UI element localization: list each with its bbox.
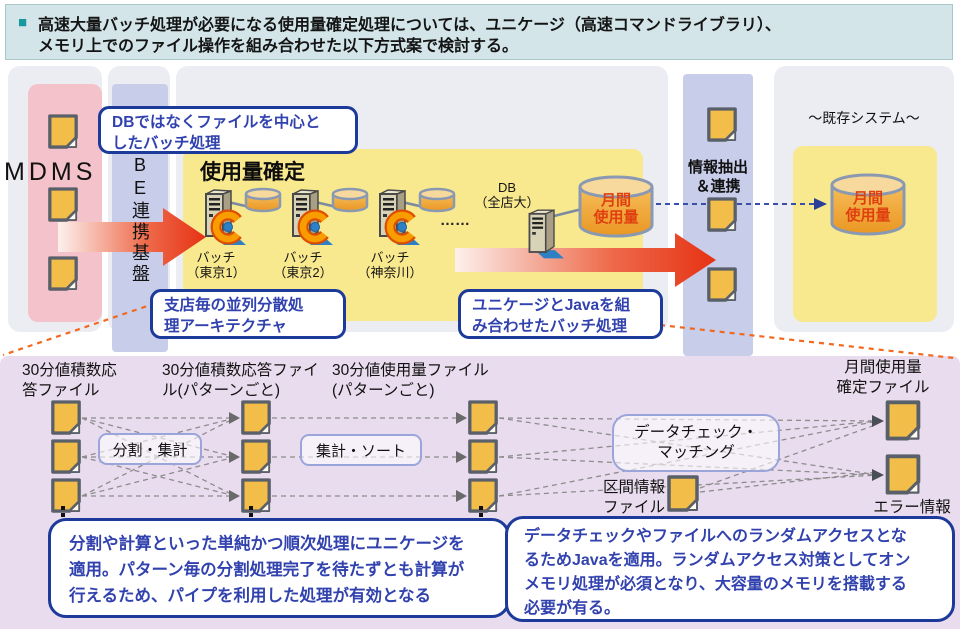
batch-node-label: バッチ （東京1） xyxy=(176,250,256,280)
monthly-usage-cylinder-label: 月間 使用量 xyxy=(593,192,639,226)
file-icon xyxy=(47,255,79,293)
process-datacheck-matching: データチェック・ マッチング xyxy=(612,414,780,472)
file-icon xyxy=(240,438,272,476)
file-icon xyxy=(467,438,499,476)
more-nodes-ellipsis: …… xyxy=(440,212,470,229)
legacy-monthly-usage-label: 月間 使用量 xyxy=(845,190,891,224)
batch-server-icon xyxy=(198,182,290,254)
col-label-30min-response-pattern: 30分値積数応答ファイ ル(パターンごと) xyxy=(162,362,319,399)
header-banner: ■ 高速大量バッチ処理が必要になる使用量確定処理については、ユニケージ（高速コマ… xyxy=(5,4,953,60)
batch-server-icon xyxy=(285,182,377,254)
file-icon xyxy=(706,196,738,234)
usage-box-title: 使用量確定 xyxy=(200,161,305,184)
batch-site: （東京1） xyxy=(186,265,246,280)
header-text: 高速大量バッチ処理が必要になる使用量確定処理については、ユニケージ（高速コマンド… xyxy=(38,17,781,55)
file-icon xyxy=(706,106,738,144)
file-icon xyxy=(50,438,82,476)
note-java: データチェックやファイルへのランダムアクセスとな るためJavaを適用。ランダム… xyxy=(505,516,955,622)
file-icon xyxy=(47,113,79,151)
file-icon xyxy=(467,477,499,515)
callout-parallel-arch: 支店毎の並列分散処 理アーキテクチャ xyxy=(150,289,346,339)
file-icon xyxy=(47,186,79,224)
file-icon xyxy=(240,399,272,437)
db-label: DB （全店大） xyxy=(474,180,540,210)
col-label-30min-response: 30分値積数応 答ファイル xyxy=(22,362,117,399)
process-split-aggregate: 分割・集計 xyxy=(98,433,202,465)
batch-node-label: バッチ （神奈川） xyxy=(350,250,430,280)
note-unicage: 分割や計算といった単純かつ順次処理にユニケージを 適用。パターン毎の分割処理完了… xyxy=(48,518,510,618)
callout-unicage-java: ユニケージとJavaを組 み合わせたバッチ処理 xyxy=(458,289,663,339)
batch-name: バッチ xyxy=(196,250,236,265)
batch-site: （東京2） xyxy=(273,265,333,280)
label-interval-info-file: 区間情報 ファイル xyxy=(603,479,666,516)
col-label-30min-usage-pattern: 30分値使用量ファイル (パターンごと) xyxy=(332,362,489,399)
mdms-label: MDMS xyxy=(4,158,97,186)
batch-name: バッチ xyxy=(283,250,323,265)
col-label-monthly-fixed: 月間使用量 確定ファイル xyxy=(836,359,930,396)
file-icon xyxy=(706,266,738,304)
process-aggregate-sort: 集計・ソート xyxy=(300,434,422,466)
db-server-icon xyxy=(524,204,564,260)
batch-node-label: バッチ （東京2） xyxy=(263,250,343,280)
batch-name: バッチ xyxy=(370,250,410,265)
file-icon xyxy=(240,477,272,515)
file-icon xyxy=(884,453,922,497)
callout-file-centric: DBではなくファイルを中心と したバッチ処理 xyxy=(98,106,358,154)
legacy-system-title: ～既存システム～ xyxy=(808,110,920,126)
extract-band-label: 情報抽出 ＆連携 xyxy=(687,159,748,195)
file-icon xyxy=(884,399,922,443)
batch-site: （神奈川） xyxy=(357,265,423,280)
file-icon xyxy=(467,399,499,437)
file-icon xyxy=(666,474,700,514)
file-icon xyxy=(50,477,82,515)
file-icon xyxy=(50,399,82,437)
bullet-icon: ■ xyxy=(18,14,28,31)
